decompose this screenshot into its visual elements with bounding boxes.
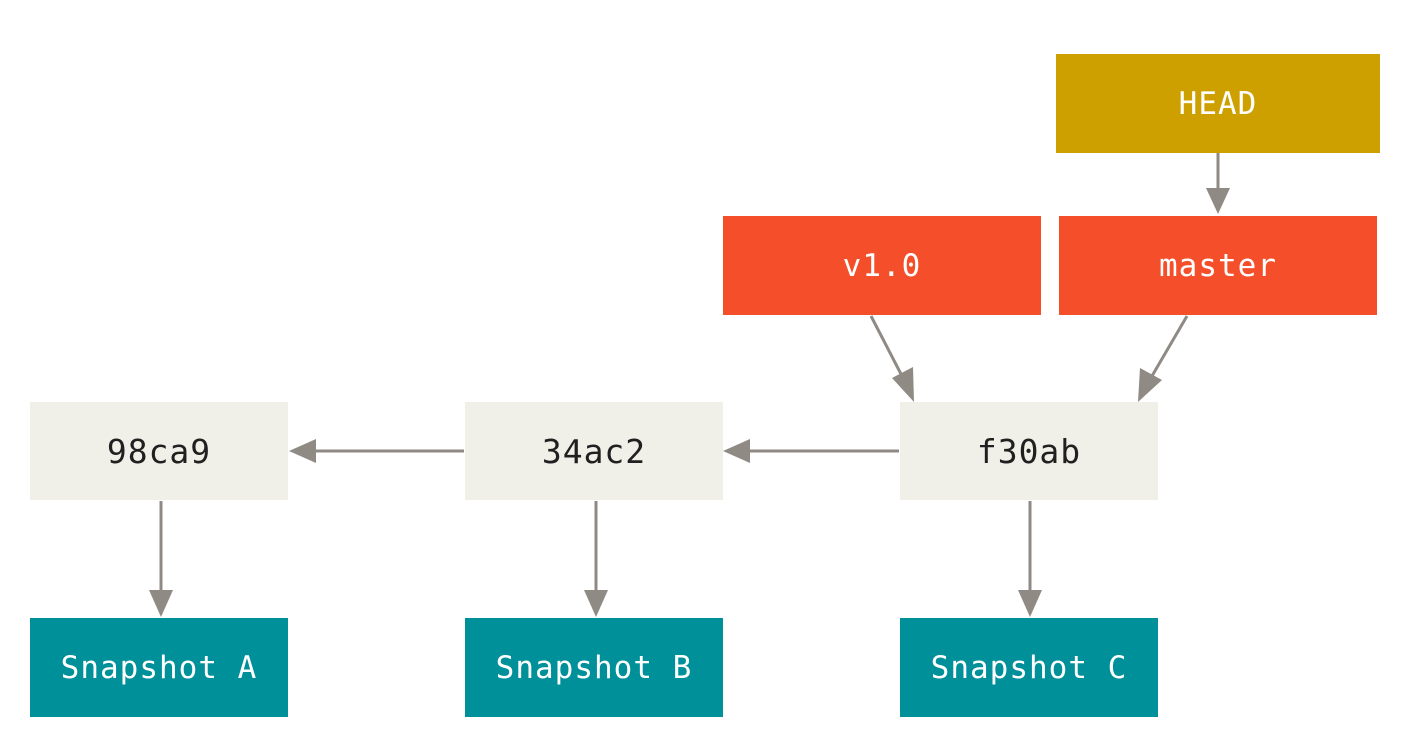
snapshot-label: Snapshot B [495,649,693,686]
commit-f30ab: f30ab [900,402,1158,500]
tag-label: v1.0 [842,247,922,284]
snapshot-label: Snapshot A [60,649,258,686]
head-pointer: HEAD [1056,54,1380,153]
tag-v1-0: v1.0 [723,216,1041,315]
commit-a-to-snapshot-arrow [149,501,173,617]
snapshot-b: Snapshot B [465,618,723,717]
commit-98ca9: 98ca9 [30,402,288,500]
head-to-master-arrow [1206,153,1230,214]
commit-b-to-a-arrow [289,439,464,463]
commit-hash: f30ab [976,431,1082,471]
snapshot-c: Snapshot C [900,618,1158,717]
snapshot-label: Snapshot C [930,649,1128,686]
snapshot-a: Snapshot A [30,618,288,717]
commit-hash: 34ac2 [541,431,647,471]
head-label: HEAD [1178,85,1258,122]
branch-master: master [1059,216,1377,315]
commit-b-to-snapshot-arrow [584,501,608,617]
branch-to-commit-arrow [1138,315,1189,402]
tag-to-commit-arrow [869,315,914,402]
commit-c-to-b-arrow [723,439,899,463]
commit-hash: 98ca9 [106,431,212,471]
commit-34ac2: 34ac2 [465,402,723,500]
commit-c-to-snapshot-arrow [1018,501,1042,617]
branch-label: master [1159,247,1277,284]
